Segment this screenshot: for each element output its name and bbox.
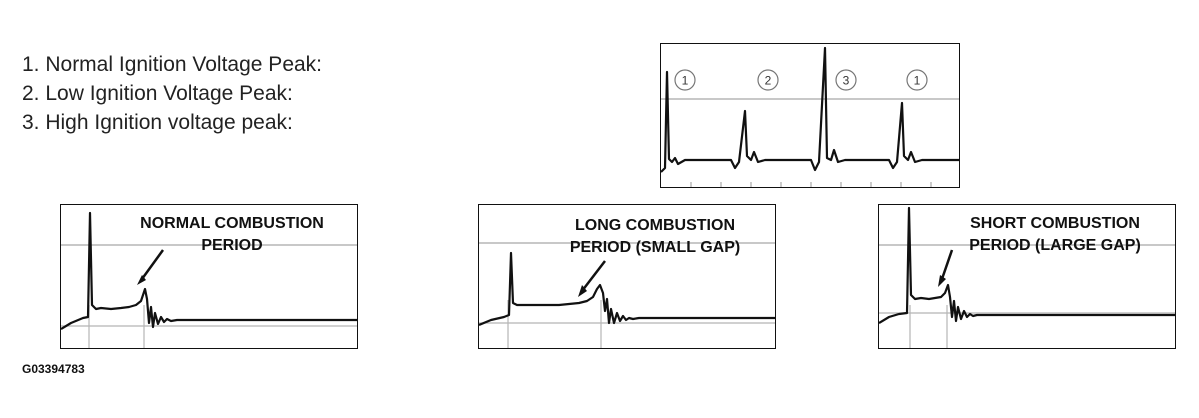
caption-line-2: PERIOD (LARGE GAP) [969,237,1141,254]
normal-combustion-waveform [61,211,357,348]
callout-arrow [940,249,954,280]
callout-arrow [140,249,165,280]
long-combustion-trace [479,251,775,327]
marker-circle [757,69,779,91]
marker-circle [674,69,696,91]
legend-item-low-peak: 2. Low Ignition Voltage Peak: [22,82,293,105]
figure-code: G03394783 [22,362,85,376]
marker-circle [906,69,928,91]
long-combustion-caption: LONG COMBUSTION PERIOD (SMALL GAP) [539,215,771,259]
legend-item-normal-peak: 1. Normal Ignition Voltage Peak: [22,53,323,76]
caption-line-2: PERIOD [201,237,263,254]
short-combustion-caption: SHORT COMBUSTION PERIOD (LARGE GAP) [937,213,1173,257]
caption-line-1: LONG COMBUSTION [575,217,735,234]
top-ignition-scope: 1 2 3 1 [660,43,960,188]
marker-label: 2 [765,74,772,88]
callout-arrowhead [938,275,946,287]
top-scope-waveform: 1 2 3 1 [661,46,959,187]
caption-line-1: SHORT COMBUSTION [970,215,1140,232]
callout-arrow [581,260,606,292]
panel-short-combustion: SHORT COMBUSTION PERIOD (LARGE GAP) [878,204,1176,349]
short-combustion-waveform [879,206,1175,348]
top-scope-markers: 1 2 3 1 [674,69,928,91]
normal-combustion-caption: NORMAL COMBUSTION PERIOD [120,213,344,257]
marker-label: 3 [843,74,850,88]
top-scope-trace [661,46,959,173]
short-combustion-trace [879,206,1175,324]
panel-long-combustion: LONG COMBUSTION PERIOD (SMALL GAP) [478,204,776,349]
caption-line-2: PERIOD (SMALL GAP) [569,239,741,256]
marker-circle [835,69,857,91]
normal-combustion-trace [61,211,357,330]
marker-label: 1 [682,74,689,88]
panel-normal-combustion: NORMAL COMBUSTION PERIOD [60,204,358,349]
marker-label: 1 [914,74,921,88]
caption-line-1: NORMAL COMBUSTION [140,215,324,232]
ignition-peak-legend: 1. Normal Ignition Voltage Peak: 2. Low … [22,50,322,137]
long-combustion-waveform [479,242,775,348]
legend-item-high-peak: 3. High Ignition voltage peak: [22,111,293,134]
top-scope-ticks [690,182,932,187]
